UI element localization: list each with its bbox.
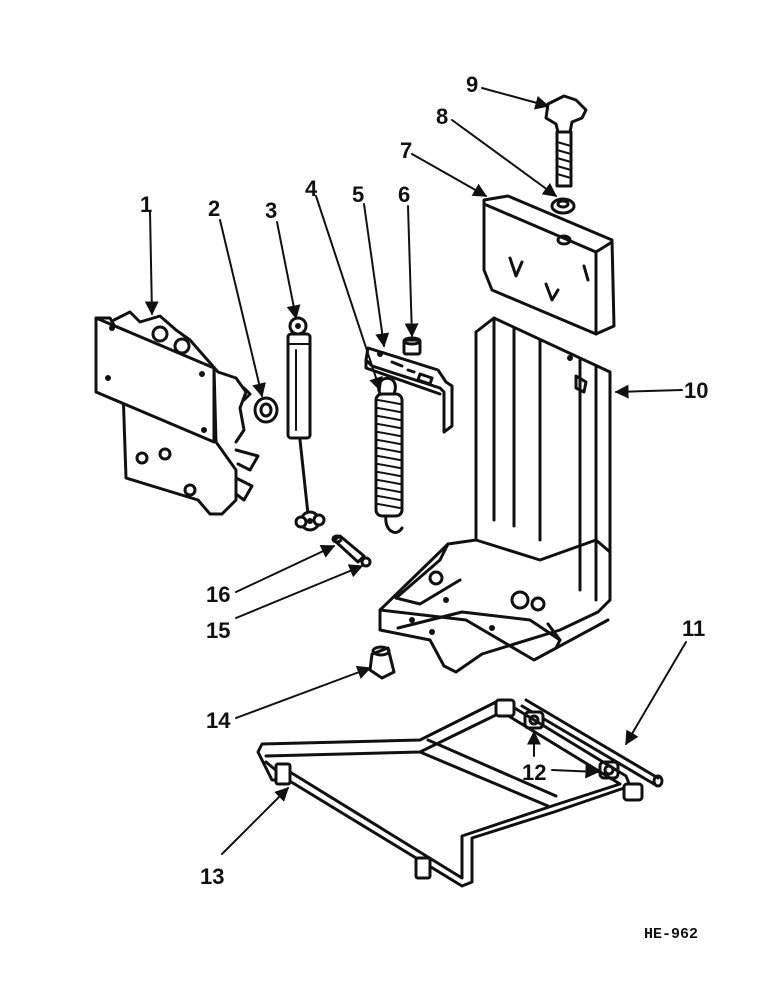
part-5-spring-bracket	[364, 346, 454, 434]
leader-8	[451, 119, 558, 197]
callout-9: 9	[466, 72, 478, 97]
part-15-clip	[360, 556, 372, 568]
callout-11: 11	[682, 616, 705, 641]
callout-2: 2	[208, 196, 220, 221]
leader-11	[625, 641, 687, 746]
callout-10: 10	[684, 378, 708, 403]
leader-7	[411, 153, 488, 197]
part-14-cap	[368, 645, 396, 680]
callout-12: 12	[522, 760, 546, 785]
callout-6: 6	[398, 182, 410, 207]
part-6-bushing	[402, 336, 422, 356]
leader-5	[363, 203, 390, 348]
leader-lines	[144, 87, 687, 855]
leader-3	[276, 221, 301, 320]
part-4-coil-spring	[374, 376, 404, 534]
callout-16: 16	[206, 582, 230, 607]
leader-14	[235, 665, 372, 719]
callout-7: 7	[400, 138, 412, 163]
part-3-shock-absorber	[286, 316, 326, 532]
leader-10	[614, 384, 683, 399]
leader-4	[315, 195, 383, 392]
callout-13: 13	[200, 864, 224, 889]
leader-6	[404, 205, 419, 338]
callout-4: 4	[305, 176, 318, 201]
callout-14: 14	[206, 708, 231, 733]
callout-3: 3	[265, 198, 277, 223]
part-9-adjusting-knob	[544, 94, 588, 188]
part-13-frame-assembly	[256, 698, 644, 888]
callout-1: 1	[140, 192, 152, 217]
part-8-washer	[550, 197, 576, 215]
callout-15: 15	[206, 618, 230, 643]
leader-12b	[551, 764, 600, 779]
part-1-mounting-bracket	[94, 310, 260, 516]
leader-15	[235, 564, 364, 619]
leader-13	[221, 787, 289, 855]
callout-labels: 1 2 3 4 5 6 7 8 9 10 11 12 13 14 15 16	[140, 72, 708, 889]
callout-8: 8	[436, 104, 448, 129]
part-2-bumper	[253, 396, 279, 424]
drawing-code: HE-962	[644, 926, 698, 943]
part-16-pin	[331, 534, 366, 564]
leader-2	[219, 219, 266, 398]
part-7-adjust-block	[482, 194, 616, 336]
callout-5: 5	[352, 182, 364, 207]
leader-9	[481, 87, 550, 110]
part-10-seat-frame	[378, 316, 612, 674]
leader-1	[144, 211, 159, 316]
leader-16	[235, 545, 336, 593]
